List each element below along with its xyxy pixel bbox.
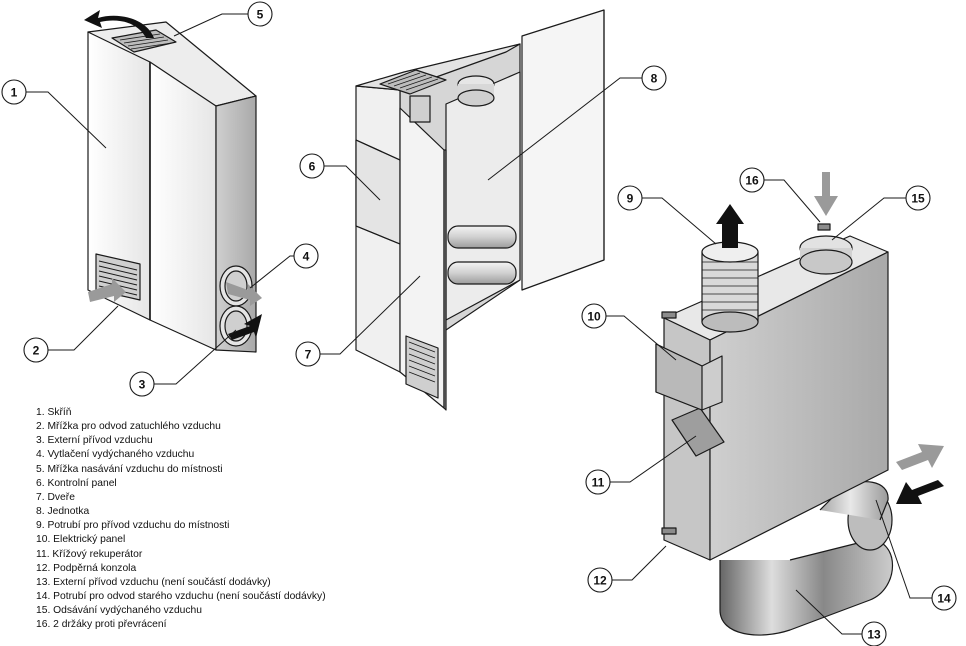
callout-1-label: 1	[11, 86, 18, 100]
leader-lines	[24, 13, 932, 635]
exhaust-in-arrow	[814, 172, 838, 216]
supply-grille-top	[111, 29, 177, 53]
legend-item: 13. Externí přívod vzduchu (není součást…	[36, 576, 271, 588]
legend-item: 15. Odsávání vydýchaného vzduchu	[36, 605, 203, 617]
parts-legend: 1. Skříň 2. Mřížka pro odvod zatuchlého …	[36, 406, 376, 633]
closed-cabinet	[87, 21, 257, 353]
callout-8-label: 8	[651, 72, 658, 86]
legend-item: 7. Dveře	[36, 491, 75, 503]
callout-13-label: 13	[867, 628, 881, 642]
callout-5: 5	[247, 1, 273, 27]
legend-item: 11. Křížový rekuperátor	[36, 548, 143, 560]
callout-11-label: 11	[592, 476, 605, 490]
legend-item: 1. Skříň	[36, 407, 72, 418]
callout-14-label: 14	[937, 592, 951, 606]
callout-9: 9	[617, 185, 643, 211]
callout-7: 7	[295, 341, 321, 367]
callout-16-label: 16	[745, 174, 759, 188]
exhaust-out-arrow	[226, 282, 262, 306]
callout-11: 11	[585, 469, 611, 495]
unit-assembly	[655, 223, 893, 636]
callout-10-label: 10	[587, 310, 601, 324]
supply-air-arrow	[84, 10, 154, 38]
callout-15: 15	[905, 185, 931, 211]
callout-12-label: 12	[593, 574, 607, 588]
grey-out-arrow	[896, 444, 944, 470]
inner-duct-upper	[447, 225, 517, 249]
legend-item: 5. Mřížka nasávání vzduchu do místnosti	[36, 463, 223, 475]
callout-8: 8	[641, 65, 667, 91]
callout-14: 14	[931, 585, 957, 611]
callout-2-label: 2	[33, 344, 40, 358]
callout-3: 3	[129, 371, 155, 397]
callout-1: 1	[1, 79, 27, 105]
legend-item: 10. Elektrický panel	[36, 534, 126, 546]
support-bracket-bottom	[661, 527, 677, 535]
legend-item: 9. Potrubí pro přívod vzduchu do místnos…	[36, 520, 230, 532]
door-grille	[405, 335, 439, 399]
callout-16: 16	[739, 167, 765, 193]
callout-9-label: 9	[627, 192, 634, 206]
support-bracket-top	[661, 311, 677, 319]
legend-item: 6. Kontrolní panel	[36, 477, 117, 489]
room-supply-arrow	[716, 204, 744, 248]
callout-7-label: 7	[305, 348, 312, 362]
legend-item: 16. 2 držáky proti převrácení	[36, 619, 167, 631]
callout-6-label: 6	[309, 160, 316, 174]
open-cabinet	[355, 9, 605, 411]
callout-12: 12	[587, 567, 613, 593]
legend-item: 12. Podpěrná konzola	[36, 562, 137, 574]
callout-2: 2	[23, 337, 49, 363]
external-air-duct	[719, 539, 893, 636]
legend-item: 2. Mřížka pro odvod zatuchlého vzduchu	[36, 421, 221, 433]
legend-item: 4. Vytlačení vydýchaného vzduchu	[36, 449, 195, 461]
open-door	[521, 9, 605, 291]
anti-tip-bracket	[817, 223, 831, 231]
inner-top-grille	[379, 69, 447, 95]
callout-5-label: 5	[257, 8, 264, 22]
black-in-arrow	[896, 480, 944, 504]
external-air-in-arrow	[228, 314, 262, 340]
callout-10: 10	[581, 303, 607, 329]
callout-15-label: 15	[911, 192, 925, 206]
callout-4: 4	[293, 243, 319, 269]
unit-side	[709, 251, 889, 561]
legend-item: 3. Externí přívod vzduchu	[36, 435, 153, 447]
callout-13: 13	[861, 621, 887, 646]
inner-duct-lower	[447, 261, 517, 285]
stale-air-inlet-arrow	[88, 278, 126, 302]
callout-4-label: 4	[303, 250, 310, 264]
heat-exchanger	[671, 407, 725, 457]
cabinet-front-right-door	[149, 61, 217, 351]
legend-item: 14. Potrubí pro odvod starého vzduchu (n…	[36, 591, 326, 603]
callout-6: 6	[299, 153, 325, 179]
legend-item: 8. Jednotka	[36, 506, 90, 518]
callout-3-label: 3	[139, 378, 146, 392]
